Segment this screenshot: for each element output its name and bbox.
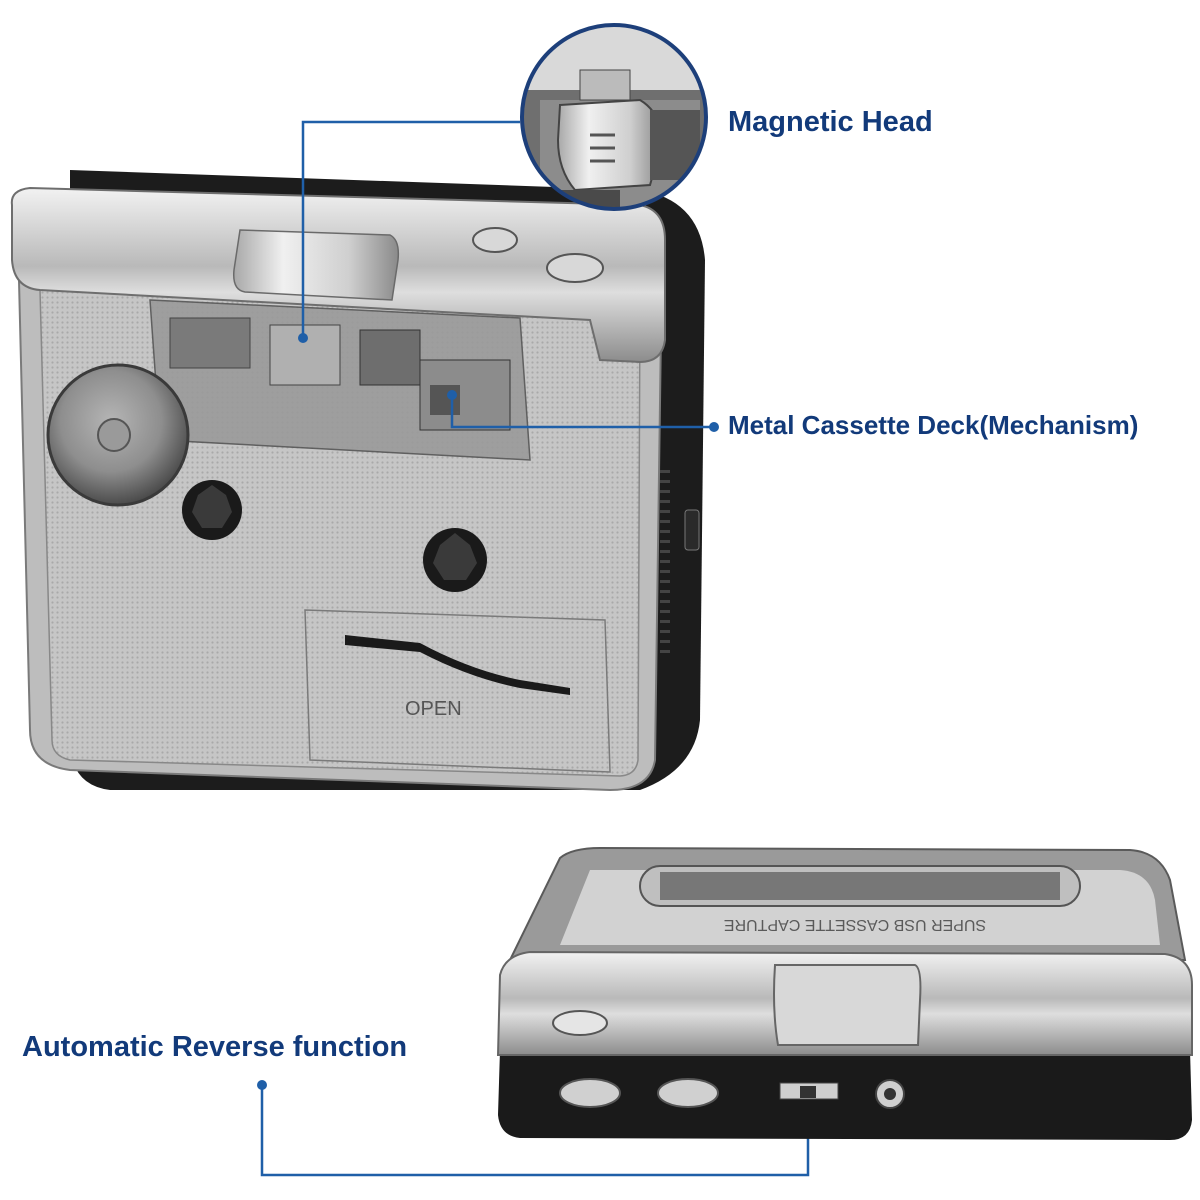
top-panel-text: SUPER USB CASSETTE CAPTURE: [724, 916, 986, 933]
auto-reverse-label: Automatic Reverse function: [22, 1031, 408, 1063]
magnetic-head-zoom: [520, 23, 708, 211]
magnetic-head-label: Magnetic Head: [728, 106, 933, 138]
cassette-player-front: OPEN: [10, 170, 705, 792]
cassette-player-rear: SUPER USB CASSETTE CAPTURE: [496, 846, 1193, 1140]
cassette-deck-label: Metal Cassette Deck(Mechanism): [728, 410, 1139, 440]
open-door-text: OPEN: [405, 698, 462, 720]
